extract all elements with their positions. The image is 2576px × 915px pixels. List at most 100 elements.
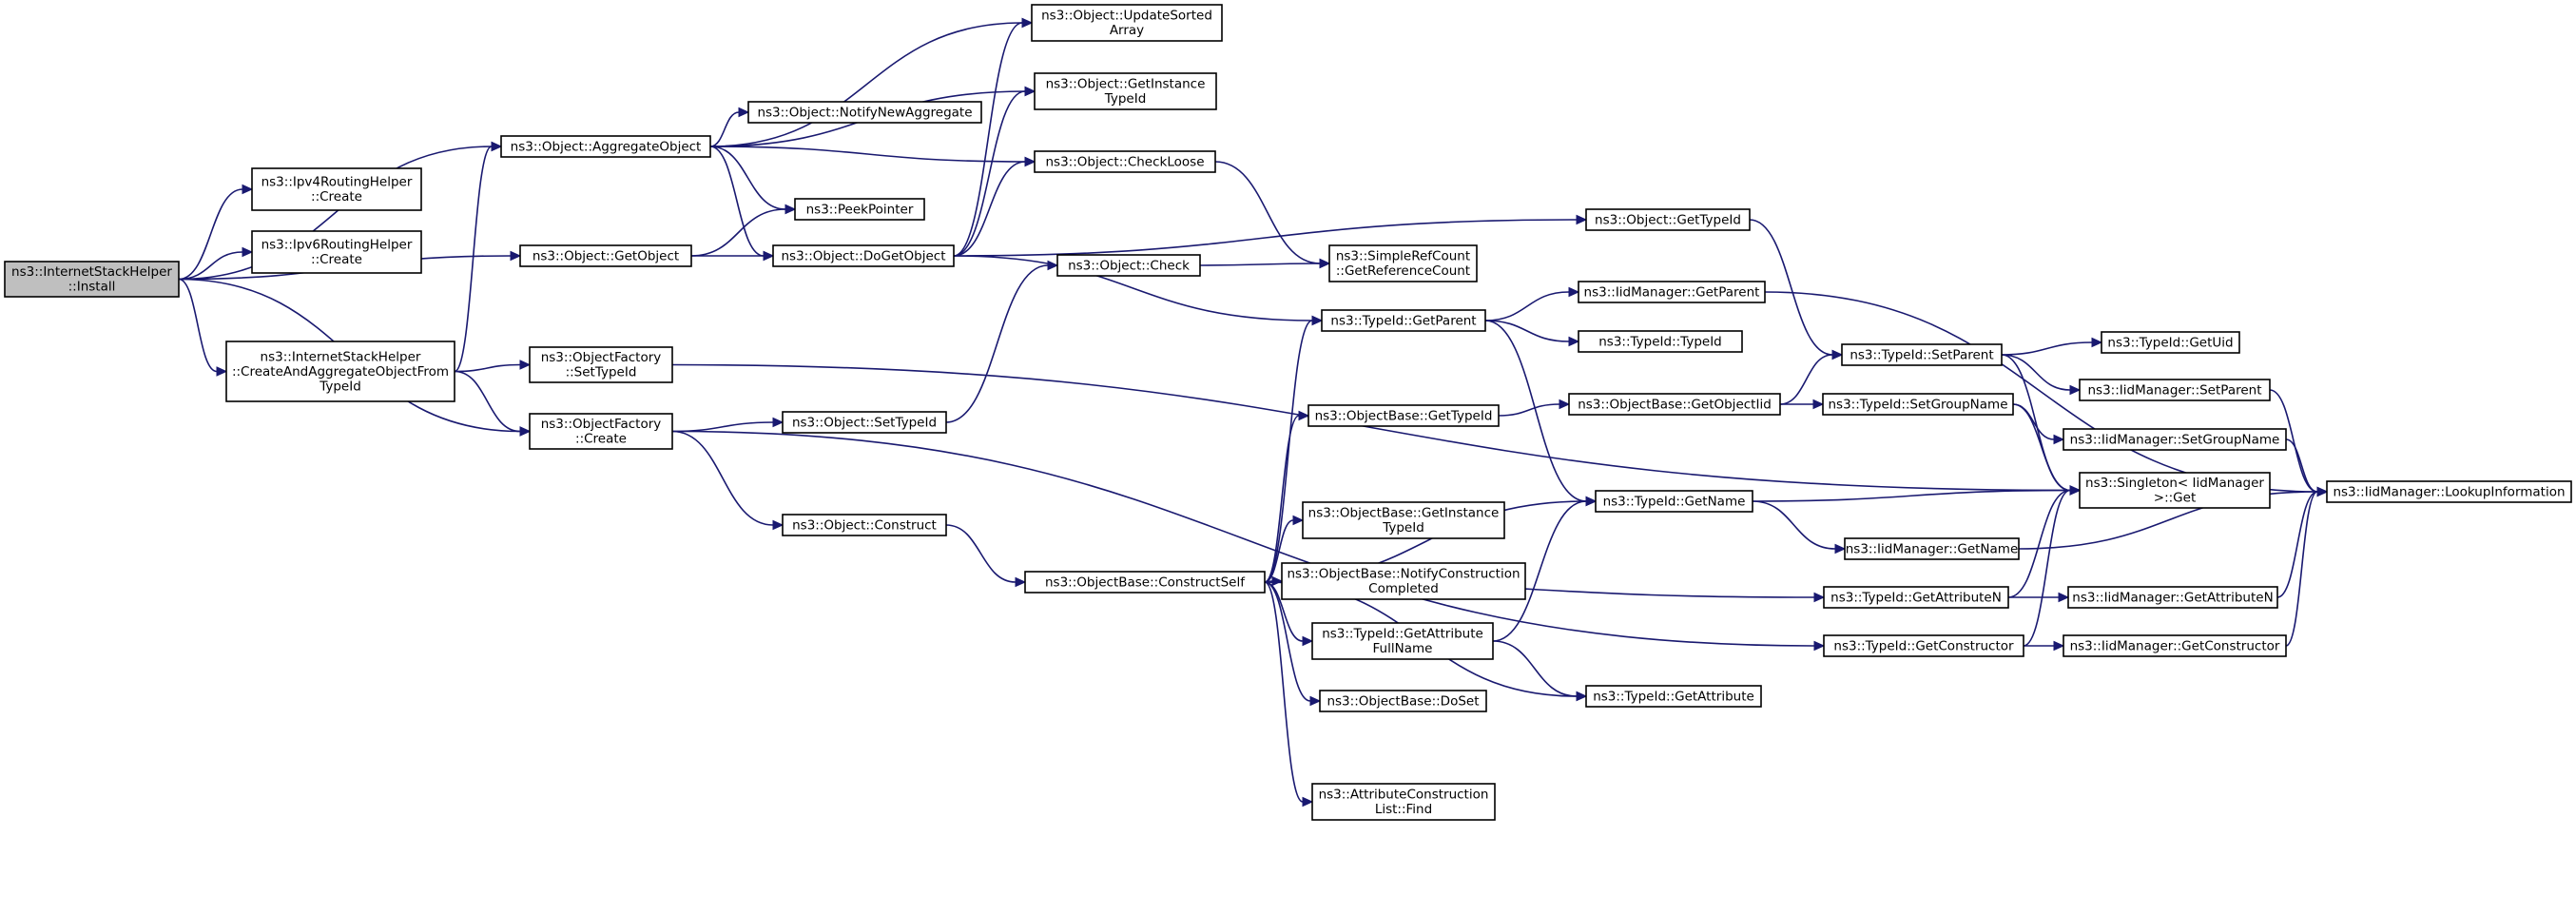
node-peekpointer[interactable]: ns3::PeekPointer — [794, 198, 925, 221]
node-typeid-getattributen[interactable]: ns3::TypeId::GetAttributeN — [1823, 586, 2009, 609]
node-typeid-getname[interactable]: ns3::TypeId::GetName — [1595, 490, 1753, 513]
node-iidmanager-getparent[interactable]: ns3::IidManager::GetParent — [1578, 281, 1766, 303]
node-label: >::Get — [2154, 491, 2196, 506]
node-objectbase-constructself[interactable]: ns3::ObjectBase::ConstructSelf — [1024, 571, 1266, 594]
node-typeid-getuid[interactable]: ns3::TypeId::GetUid — [2101, 331, 2240, 354]
node-box — [1307, 404, 1500, 427]
edge-arrowhead — [1021, 17, 1034, 29]
edge-arrowhead — [2058, 592, 2070, 603]
edge-n10-n19 — [953, 214, 1588, 257]
node-label: ns3::Object::DoGetObject — [781, 248, 945, 263]
node-box — [251, 230, 422, 274]
edge-arrowhead — [216, 366, 228, 377]
edge-line — [178, 188, 243, 281]
node-objectbase-gettypeid[interactable]: ns3::ObjectBase::GetTypeId — [1307, 404, 1500, 427]
call-graph-nodes: ns3::InternetStackHelper::Installns3::Ob… — [4, 4, 2572, 821]
node-ipv4routinghelper-create[interactable]: ns3::Ipv4RoutingHelper::Create — [251, 167, 422, 211]
edge-line — [2285, 438, 2318, 493]
node-internetstackhelper-install[interactable]: ns3::InternetStackHelper::Install — [4, 261, 180, 298]
node-iidmanager-setparent[interactable]: ns3::IidManager::SetParent — [2079, 379, 2271, 401]
edge-line — [1199, 263, 1321, 266]
node-typeid-setparent[interactable]: ns3::TypeId::SetParent — [1841, 343, 2003, 366]
node-object-checkloose[interactable]: ns3::Object::CheckLoose — [1034, 150, 1216, 173]
edge-n32-n37 — [2001, 337, 2103, 356]
node-box — [2101, 331, 2240, 354]
edge-line — [1752, 489, 2071, 502]
edge-n42-n43 — [2285, 486, 2329, 647]
node-iidmanager-getattributen[interactable]: ns3::IidManager::GetAttributeN — [2067, 586, 2278, 609]
edge-line — [709, 111, 740, 147]
node-objectbase-doset[interactable]: ns3::ObjectBase::DoSet — [1319, 690, 1487, 712]
node-label: ::Create — [575, 432, 627, 447]
node-objectfactory-settypeid[interactable]: ns3::ObjectFactory::SetTypeId — [529, 346, 673, 383]
node-iidmanager-setgroupname[interactable]: ns3::IidManager::SetGroupName — [2063, 428, 2287, 451]
node-label: ns3::Object::GetObject — [533, 248, 679, 263]
node-label: ::Create — [311, 252, 362, 267]
node-object-gettypeid[interactable]: ns3::Object::GetTypeId — [1585, 208, 1751, 231]
edge-arrowhead — [242, 246, 254, 258]
node-box — [1034, 72, 1217, 110]
node-object-aggregateobject[interactable]: ns3::Object::AggregateObject — [500, 135, 711, 158]
node-label: ns3::Object::GetInstance — [1046, 77, 1206, 92]
node-box — [2063, 634, 2287, 657]
node-label: ns3::TypeId::SetGroupName — [1828, 397, 2007, 412]
edge-arrowhead — [784, 204, 797, 215]
node-ipv6routinghelper-create[interactable]: ns3::Ipv6RoutingHelper::Create — [251, 230, 422, 274]
edge-n24-n30 — [1492, 496, 1598, 642]
node-iidmanager-getname[interactable]: ns3::IidManager::GetName — [1844, 537, 2020, 560]
edge-line — [709, 146, 1026, 163]
node-object-dogetobject[interactable]: ns3::Object::DoGetObject — [772, 244, 955, 267]
node-box — [529, 413, 673, 450]
node-label: ns3::IidManager::GetAttributeN — [2072, 590, 2273, 605]
edge-line — [671, 430, 774, 526]
node-objectbase-notifyconstructioncompleted[interactable]: ns3::ObjectBase::NotifyConstructionCompl… — [1281, 562, 1526, 600]
node-typeid-getattribute[interactable]: ns3::TypeId::GetAttribute — [1585, 685, 1762, 708]
edge-arrowhead — [1292, 515, 1305, 526]
node-internetstackhelper-createandaggregateobjectfromtypeid[interactable]: ns3::InternetStackHelper::CreateAndAggre… — [225, 341, 455, 402]
node-object-settypeid[interactable]: ns3::Object::SetTypeId — [782, 411, 947, 434]
edge-line — [2276, 491, 2318, 598]
edge-n17-n26 — [1264, 581, 1314, 808]
edge-n21-n29 — [1498, 399, 1571, 417]
node-label: ns3::ObjectBase::GetInstance — [1308, 506, 1500, 521]
node-box — [1595, 490, 1753, 513]
node-box — [1578, 281, 1766, 303]
edge-arrowhead — [2091, 337, 2103, 348]
node-object-construct[interactable]: ns3::Object::Construct — [782, 514, 947, 536]
edge-line — [178, 278, 218, 373]
node-label: ns3::TypeId::GetAttribute — [1593, 689, 1754, 704]
node-iidmanager-getconstructor[interactable]: ns3::IidManager::GetConstructor — [2063, 634, 2287, 657]
node-box — [2326, 480, 2572, 503]
edge-arrowhead — [510, 250, 522, 262]
edge-line — [945, 264, 1049, 423]
node-typeid-getconstructor[interactable]: ns3::TypeId::GetConstructor — [1823, 634, 2024, 657]
node-object-notifynewaggregate[interactable]: ns3::Object::NotifyNewAggregate — [747, 101, 982, 124]
node-label: ns3::Object::NotifyNewAggregate — [757, 105, 972, 120]
node-iidmanager-lookupinformation[interactable]: ns3::IidManager::LookupInformation — [2326, 480, 2572, 503]
node-label: TypeId — [1104, 91, 1147, 107]
edge-n29-n33 — [1779, 399, 1825, 410]
node-object-getobject[interactable]: ns3::Object::GetObject — [519, 244, 692, 267]
edge-line — [2285, 491, 2318, 647]
edge-line — [1749, 219, 1833, 356]
node-typeid-typeid[interactable]: ns3::TypeId::TypeId — [1578, 330, 1743, 353]
node-objectbase-getobjectiid[interactable]: ns3::ObjectBase::GetObjectIid — [1568, 393, 1781, 416]
node-objectfactory-create[interactable]: ns3::ObjectFactory::Create — [529, 413, 673, 450]
edge-n39-n43 — [2285, 438, 2329, 497]
edge-n10-n14 — [953, 86, 1036, 257]
node-typeid-getparent[interactable]: ns3::TypeId::GetParent — [1321, 309, 1486, 332]
node-singleton-iidmanager-get[interactable]: ns3::Singleton< IidManager >::Get — [2079, 472, 2271, 509]
edge-n17-n25 — [1264, 581, 1322, 707]
node-simplerefcount-getreferencecount[interactable]: ns3::SimpleRefCount::GetReferenceCount — [1328, 244, 1478, 282]
node-typeid-setgroupname[interactable]: ns3::TypeId::SetGroupName — [1822, 393, 2014, 416]
edge-line — [1752, 500, 1836, 550]
edge-line — [945, 524, 1017, 583]
node-box — [1568, 393, 1781, 416]
node-object-check[interactable]: ns3::Object::Check — [1056, 254, 1201, 277]
edge-line — [2023, 489, 2071, 647]
